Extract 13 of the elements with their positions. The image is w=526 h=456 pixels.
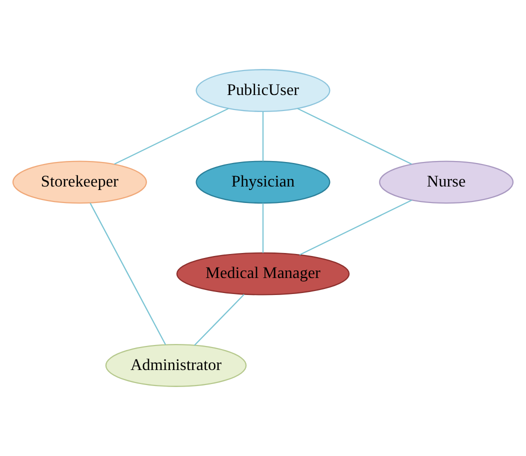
- connector: [114, 108, 229, 165]
- node-ellipse: Physician: [196, 160, 330, 204]
- node-ellipse: PublicUser: [196, 69, 330, 112]
- node-ellipse: Administrator: [105, 344, 247, 387]
- connector: [297, 108, 412, 165]
- connector: [262, 112, 264, 162]
- node-ellipse: Storekeeper: [12, 160, 147, 204]
- connector: [299, 200, 412, 256]
- connector: [194, 294, 245, 346]
- node-ellipse: Medical Manager: [176, 252, 350, 296]
- node-ellipse: Nurse: [379, 160, 514, 204]
- connector: [90, 202, 166, 345]
- connector: [262, 203, 264, 253]
